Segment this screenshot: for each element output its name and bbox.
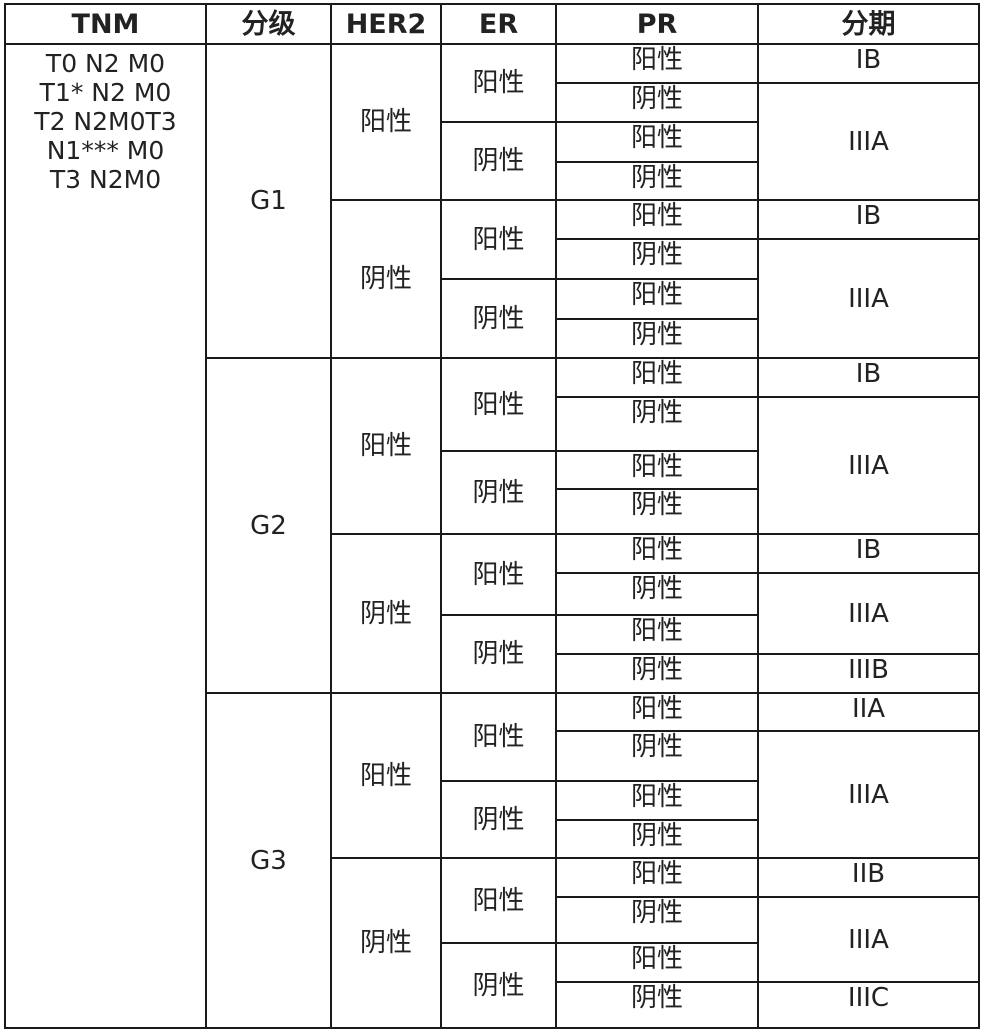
- header-grade: 分级: [205, 3, 332, 45]
- pr-cell: 阳性: [555, 780, 759, 821]
- pr-cell: 阳性: [555, 199, 759, 240]
- stage-cell: IB: [757, 199, 980, 240]
- pr-cell: 阳性: [555, 533, 759, 574]
- er-cell: 阴性: [440, 278, 557, 359]
- pr-cell: 阳性: [555, 121, 759, 163]
- stage-cell: IIA: [757, 692, 980, 732]
- pr-cell: 阴性: [555, 981, 759, 1029]
- header-pr: PR: [555, 3, 759, 45]
- pr-cell: 阴性: [555, 653, 759, 694]
- grade-cell: G1: [205, 43, 332, 359]
- er-cell: 阳性: [440, 533, 557, 616]
- header-er: ER: [440, 3, 557, 45]
- stage-cell: IIIC: [757, 981, 980, 1029]
- tnm-line: T0 N2 M0: [45, 49, 166, 78]
- pr-cell: 阳性: [555, 357, 759, 398]
- pr-cell: 阳性: [555, 942, 759, 983]
- pr-cell: 阳性: [555, 614, 759, 655]
- header-tnm: TNM: [4, 3, 207, 45]
- stage-cell: IB: [757, 533, 980, 574]
- table-row: 阴性阳性: [5, 278, 979, 359]
- her2-cell: 阳性: [330, 43, 442, 201]
- pr-cell: 阴性: [555, 730, 759, 782]
- er-cell: 阳性: [440, 357, 557, 452]
- er-cell: 阴性: [440, 942, 557, 1029]
- table-row: 阴性: [5, 488, 979, 535]
- table-row: 阴性阳性: [5, 450, 979, 535]
- pr-cell: 阴性: [555, 896, 759, 944]
- tnm-line: N1*** M0: [46, 136, 165, 165]
- her2-cell: 阳性: [330, 692, 442, 859]
- her2-cell: 阴性: [330, 857, 442, 1029]
- grade-cell: G3: [205, 692, 332, 1029]
- stage-cell: IIIA: [757, 896, 980, 983]
- her2-cell: 阴性: [330, 533, 442, 694]
- table-row: 阴性: [5, 161, 979, 201]
- table-row: 阴性: [5, 318, 979, 359]
- table-row: 阴性阳性: [5, 614, 979, 694]
- stage-cell: IIIA: [757, 572, 980, 655]
- stage-cell: IB: [757, 43, 980, 84]
- er-cell: 阳性: [440, 692, 557, 782]
- stage-cell: IIIB: [757, 653, 980, 694]
- stage-cell: IB: [757, 357, 980, 398]
- tnm-line: T1* N2 M0: [39, 78, 172, 107]
- stage-cell: IIIA: [757, 396, 980, 535]
- er-cell: 阴性: [440, 614, 557, 694]
- pr-cell: 阳性: [555, 450, 759, 490]
- her2-cell: 阳性: [330, 357, 442, 535]
- er-cell: 阳性: [440, 199, 557, 280]
- table-row: 阴性阳性: [5, 942, 979, 1029]
- table-row: 阴性: [5, 819, 979, 859]
- stage-cell: IIB: [757, 857, 980, 898]
- pr-cell: 阴性: [555, 396, 759, 452]
- table-row: 阴性阳性: [5, 780, 979, 859]
- pr-cell: 阳性: [555, 692, 759, 732]
- tnm-line: T2 N2M0T3: [34, 107, 177, 136]
- er-cell: 阴性: [440, 450, 557, 535]
- er-cell: 阴性: [440, 780, 557, 859]
- pr-cell: 阴性: [555, 238, 759, 280]
- pr-cell: 阳性: [555, 43, 759, 84]
- er-cell: 阴性: [440, 121, 557, 201]
- pr-cell: 阴性: [555, 488, 759, 535]
- er-cell: 阳性: [440, 43, 557, 123]
- her2-cell: 阴性: [330, 199, 442, 359]
- pr-cell: 阴性: [555, 82, 759, 123]
- pr-cell: 阳性: [555, 857, 759, 898]
- stage-cell: IIIA: [757, 238, 980, 359]
- header-stage: 分期: [757, 3, 980, 45]
- tnm-line: T3 N2M0: [49, 165, 162, 194]
- grade-cell: G2: [205, 357, 332, 694]
- stage-cell: IIIA: [757, 730, 980, 859]
- pr-cell: 阴性: [555, 819, 759, 859]
- stage-cell: IIIA: [757, 82, 980, 201]
- pr-cell: 阴性: [555, 572, 759, 616]
- header-her2: HER2: [330, 3, 442, 45]
- pr-cell: 阴性: [555, 318, 759, 359]
- header-row: TNM 分级 HER2 ER PR 分期: [4, 3, 980, 45]
- er-cell: 阳性: [440, 857, 557, 944]
- pr-cell: 阴性: [555, 161, 759, 201]
- pr-cell: 阳性: [555, 278, 759, 320]
- table-row: 阴性阳性: [5, 121, 979, 201]
